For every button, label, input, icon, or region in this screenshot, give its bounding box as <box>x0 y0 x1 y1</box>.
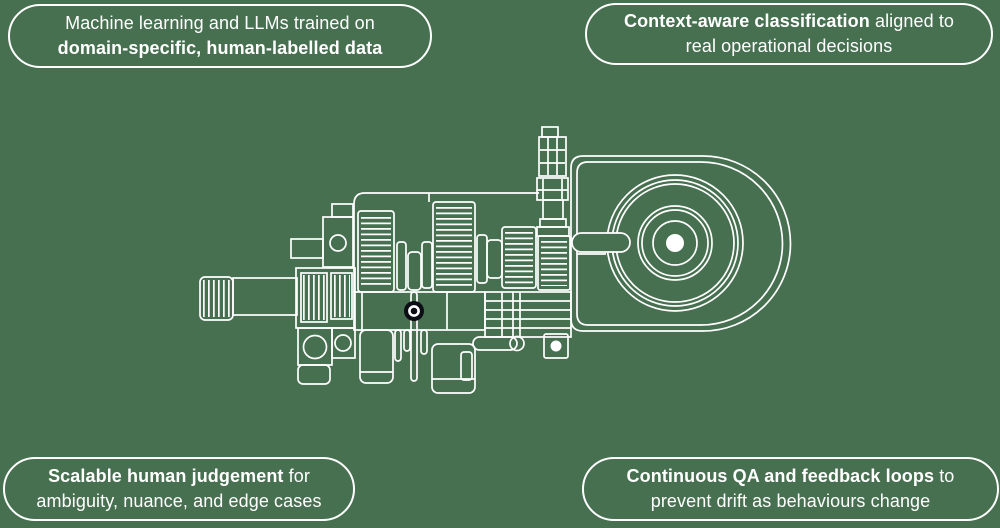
callout-line: ambiguity, nuance, and edge cases <box>36 489 321 514</box>
text-segment: Context-aware classification <box>623 11 870 31</box>
mounting-foot <box>543 333 569 359</box>
callout-line: Scalable human judgement for <box>48 464 310 489</box>
text-segment: ambiguity, nuance, and edge cases <box>36 491 322 511</box>
lever-linkage <box>472 335 525 352</box>
underside-brackets <box>359 329 476 394</box>
callout-line: Continuous QA and feedback loops to <box>627 464 955 489</box>
left-bearing-cluster <box>290 203 356 385</box>
text-segment: domain-specific, human-labelled data <box>57 38 383 58</box>
text-segment: Machine learning and LLMs trained on <box>65 13 375 33</box>
pivot-pin-dot <box>404 291 424 382</box>
vent-stack <box>536 126 570 237</box>
callout-line: Machine learning and LLMs trained on <box>65 11 375 36</box>
text-segment: Continuous QA and feedback loops <box>626 466 935 486</box>
input-shaft <box>199 276 298 321</box>
text-segment: aligned to <box>869 11 955 31</box>
callout-top-left: Machine learning and LLMs trained on doma… <box>8 4 432 68</box>
motor-rings <box>571 174 744 312</box>
callout-line: Context-aware classification aligned to <box>624 9 954 34</box>
text-segment: prevent drift as behaviours change <box>650 491 931 511</box>
text-segment: to <box>934 466 955 486</box>
gear-train <box>357 193 571 293</box>
text-segment: for <box>283 466 310 486</box>
callout-line: prevent drift as behaviours change <box>651 489 931 514</box>
text-segment: real operational decisions <box>685 36 893 56</box>
motor-housing <box>570 155 792 332</box>
callout-line: domain-specific, human-labelled data <box>58 36 383 61</box>
text-segment: Scalable human judgement <box>48 466 284 486</box>
callout-line: real operational decisions <box>686 34 893 59</box>
